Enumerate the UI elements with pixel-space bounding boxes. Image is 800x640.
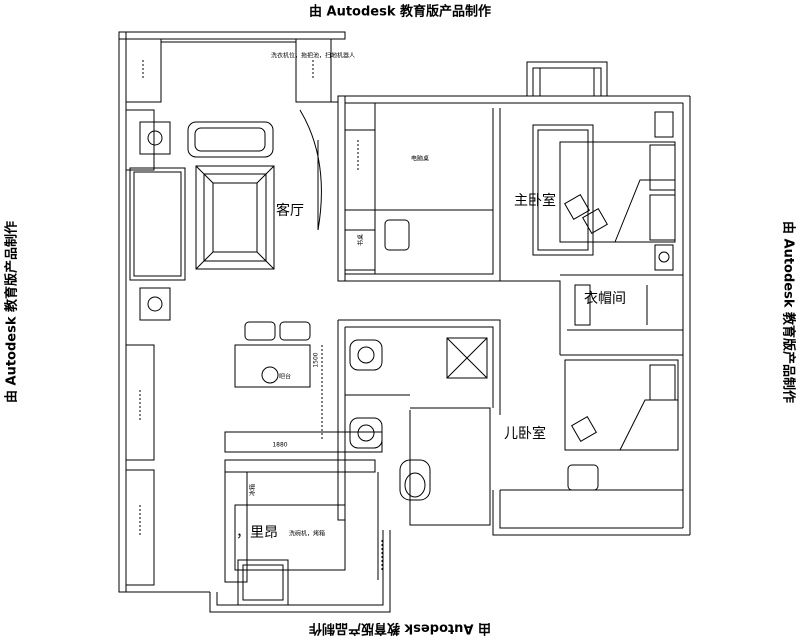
study-room [344,103,493,274]
room-label-living: 客厅 [276,203,304,219]
room-label-kitchen: ，里昂 [236,525,278,541]
room-label-child: 儿卧室 [504,426,546,442]
watermark-right: 由 Autodesk 教育版产品制作 [780,220,796,404]
outer-walls [118,31,691,613]
room-label-closet: 衣帽间 [584,291,626,307]
closet [500,274,683,356]
dining [234,321,323,440]
child-bedroom [500,359,683,491]
watermark-left: 由 Autodesk 教育版产品制作 [4,220,20,404]
watermark-bottom: 由 Autodesk 教育版产品制作 [308,620,492,636]
watermark-top: 由 Autodesk 教育版产品制作 [308,4,492,20]
note-kitchen-appliances: 洗碗机，烤箱 [288,530,326,538]
dimension-1500: 1500 [312,352,320,368]
note-island: 吧台 [278,373,292,381]
room-label-master: 主卧室 [514,193,556,209]
top-balcony [125,38,338,103]
living-doors [299,109,322,231]
note-study: 电脑桌 [410,155,430,163]
sofa [129,167,186,281]
carpet [195,165,275,270]
armchairs [139,121,274,321]
kitchen [224,431,383,606]
note-balcony: 洗衣机位，拖把池，扫地机器人 [270,52,356,60]
bay-window [526,61,608,97]
left-windows [125,109,155,586]
dimension-1880: 1880 [272,441,288,449]
master-bedroom [532,111,676,271]
note-fridge: 冰箱 [249,483,257,497]
bathroom [337,319,501,526]
note-desk: 书桌 [357,233,365,247]
